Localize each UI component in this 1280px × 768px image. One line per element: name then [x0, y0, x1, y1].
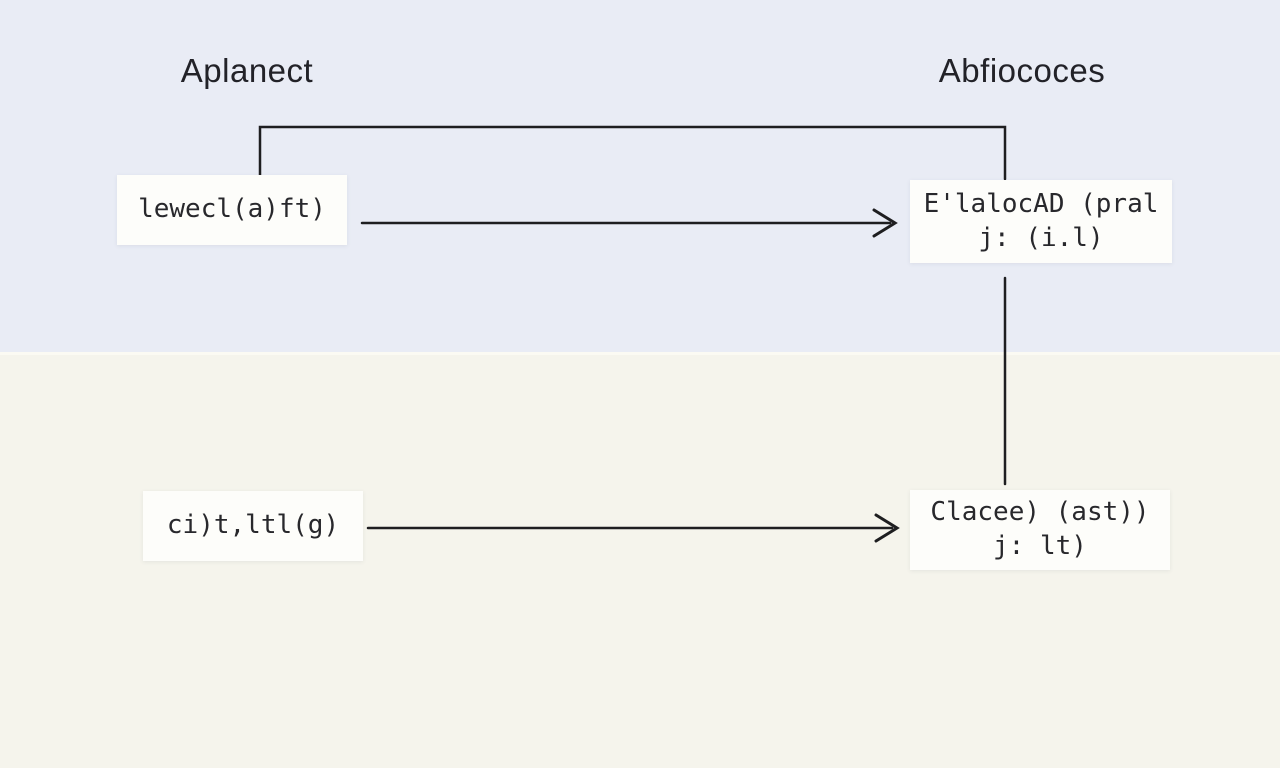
node-top-right: E'lalocAD (pral j: (i.l)	[910, 180, 1172, 263]
node-top-left: lewecl(a)ft)	[117, 175, 347, 245]
node-bottom-left: ci)t,ltl(g)	[143, 491, 363, 561]
arrow-top-head	[872, 208, 898, 238]
arrow-bottom-head	[874, 513, 900, 543]
node-bottom-right-line1: Clacee) (ast))	[930, 497, 1150, 528]
node-top-right-line2: j: (i.l)	[978, 222, 1104, 253]
column-header-right: Abfiococes	[938, 52, 1106, 89]
node-top-left-label: lewecl(a)ft)	[138, 194, 326, 225]
node-bottom-right: Clacee) (ast)) j: lt)	[910, 490, 1170, 570]
bracket-connector	[258, 125, 1007, 181]
node-bottom-left-label: ci)t,ltl(g)	[166, 510, 340, 541]
column-header-left: Aplanect	[180, 52, 314, 89]
node-top-right-line1: E'lalocAD (pral	[923, 188, 1159, 219]
node-bottom-right-line2: j: lt)	[993, 531, 1087, 561]
